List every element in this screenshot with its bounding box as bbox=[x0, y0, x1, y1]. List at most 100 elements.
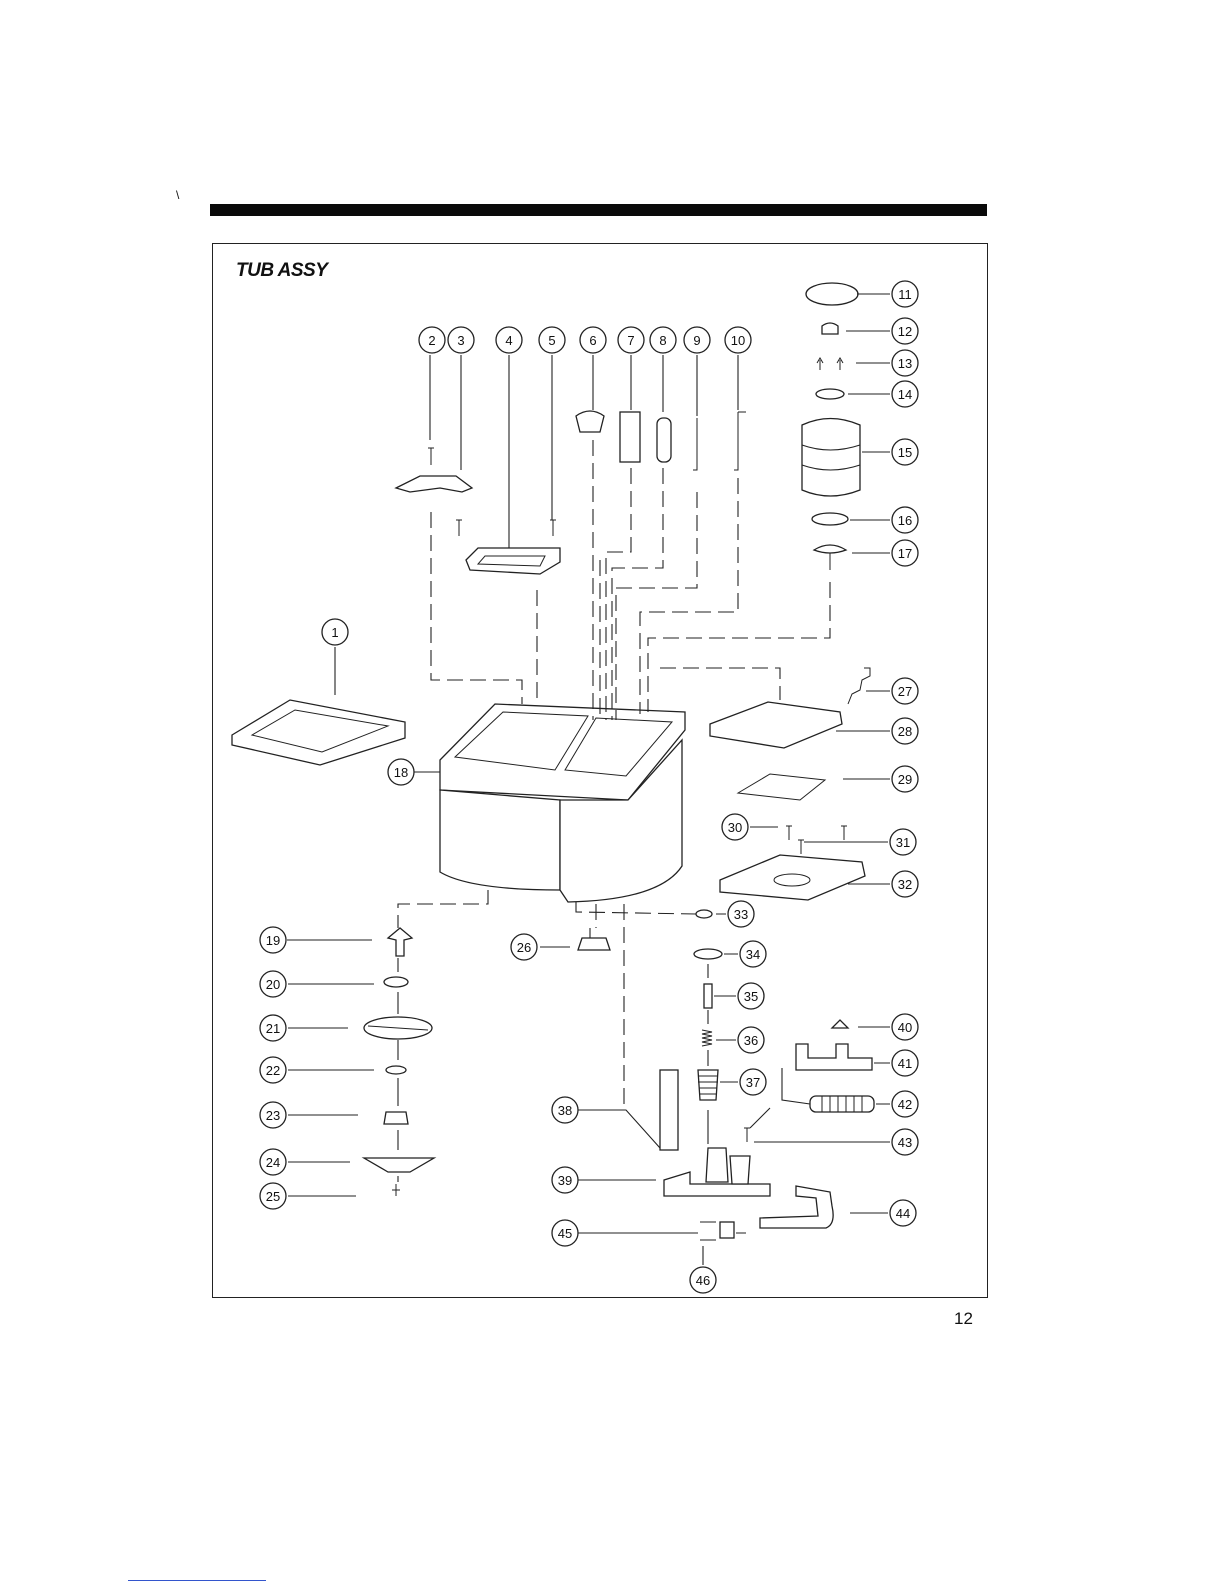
callout-label: 31 bbox=[896, 835, 910, 850]
callout-label: 42 bbox=[898, 1097, 912, 1112]
callout-7: 7 bbox=[618, 327, 644, 353]
callout-5: 5 bbox=[539, 327, 565, 353]
callout-29: 29 bbox=[892, 766, 918, 792]
part-29-gasket bbox=[738, 774, 825, 800]
callout-45: 45 bbox=[552, 1220, 578, 1246]
callout-label: 44 bbox=[896, 1206, 910, 1221]
part-35-valve bbox=[704, 984, 712, 1008]
part-6-filter bbox=[576, 411, 604, 432]
callout-label: 17 bbox=[898, 546, 912, 561]
callout-10: 10 bbox=[725, 327, 751, 353]
callout-label: 13 bbox=[898, 356, 912, 371]
callout-37: 37 bbox=[740, 1069, 766, 1095]
callout-label: 10 bbox=[731, 333, 745, 348]
callout-label: 39 bbox=[558, 1173, 572, 1188]
callout-41: 41 bbox=[892, 1050, 918, 1076]
part-33-clip bbox=[696, 910, 712, 918]
callout-15: 15 bbox=[892, 439, 918, 465]
callout-24: 24 bbox=[260, 1149, 286, 1175]
callout-32: 32 bbox=[892, 871, 918, 897]
callout-label: 38 bbox=[558, 1103, 572, 1118]
part-25-screw bbox=[392, 1184, 400, 1196]
callout-14: 14 bbox=[892, 381, 918, 407]
callout-label: 36 bbox=[744, 1033, 758, 1048]
callout-label: 35 bbox=[744, 989, 758, 1004]
part-44-drain-hose bbox=[760, 1186, 833, 1228]
callout-39: 39 bbox=[552, 1167, 578, 1193]
callout-11: 11 bbox=[892, 281, 918, 307]
callout-23: 23 bbox=[260, 1102, 286, 1128]
callout-9: 9 bbox=[684, 327, 710, 353]
callout-label: 45 bbox=[558, 1226, 572, 1241]
part-1-lid bbox=[232, 700, 405, 765]
callout-label: 11 bbox=[898, 287, 912, 302]
part-24-pulley bbox=[364, 1158, 434, 1172]
callout-1: 1 bbox=[322, 619, 348, 645]
callout-17: 17 bbox=[892, 540, 918, 566]
callout-label: 16 bbox=[898, 513, 912, 528]
part-17-shaft bbox=[814, 545, 846, 553]
callout-31: 31 bbox=[890, 829, 916, 855]
part-12-nut bbox=[822, 323, 838, 334]
part-34-seal bbox=[694, 949, 722, 959]
part-31-screw bbox=[798, 826, 847, 854]
part-10-rod bbox=[734, 412, 746, 470]
callout-label: 1 bbox=[331, 625, 338, 640]
part-37-bellows bbox=[698, 1070, 718, 1100]
part-36-spring bbox=[702, 1030, 712, 1046]
callout-33: 33 bbox=[728, 901, 754, 927]
callout-label: 6 bbox=[589, 333, 596, 348]
callout-label: 27 bbox=[898, 684, 912, 699]
callout-36: 36 bbox=[738, 1027, 764, 1053]
callout-label: 28 bbox=[898, 724, 912, 739]
part-14-ring bbox=[816, 389, 844, 399]
callout-16: 16 bbox=[892, 507, 918, 533]
callout-label: 5 bbox=[548, 333, 555, 348]
callout-label: 19 bbox=[266, 933, 280, 948]
callout-label: 37 bbox=[746, 1075, 760, 1090]
part-23-bushing bbox=[384, 1112, 408, 1124]
callout-46: 46 bbox=[690, 1267, 716, 1293]
callout-4: 4 bbox=[496, 327, 522, 353]
part-20-washer bbox=[384, 977, 408, 987]
callout-18: 18 bbox=[388, 759, 414, 785]
part-38-pipe bbox=[660, 1070, 678, 1150]
part-8-tube bbox=[657, 418, 671, 462]
callout-13: 13 bbox=[892, 350, 918, 376]
part-18-tub-body bbox=[440, 790, 560, 890]
callout-label: 9 bbox=[693, 333, 700, 348]
part-43-screw bbox=[744, 1128, 750, 1142]
callout-34: 34 bbox=[740, 941, 766, 967]
callout-26: 26 bbox=[511, 934, 537, 960]
part-7-lint-filter bbox=[620, 412, 640, 462]
callout-label: 32 bbox=[898, 877, 912, 892]
part-40-cap bbox=[832, 1020, 848, 1028]
part-13-pins bbox=[817, 358, 843, 370]
callout-label: 34 bbox=[746, 947, 760, 962]
part-42-hose bbox=[810, 1096, 874, 1112]
callout-label: 25 bbox=[266, 1189, 280, 1204]
callout-30: 30 bbox=[722, 814, 748, 840]
part-9-rod bbox=[693, 418, 697, 470]
callout-25: 25 bbox=[260, 1183, 286, 1209]
part-15-spin-basket bbox=[802, 419, 860, 497]
callout-12: 12 bbox=[892, 318, 918, 344]
callout-label: 41 bbox=[898, 1056, 912, 1071]
callout-38: 38 bbox=[552, 1097, 578, 1123]
part-28-spin-lid bbox=[710, 702, 842, 748]
part-30-screw bbox=[786, 826, 792, 840]
callout-42: 42 bbox=[892, 1091, 918, 1117]
callout-label: 22 bbox=[266, 1063, 280, 1078]
part-16-seal bbox=[812, 513, 848, 525]
callout-label: 21 bbox=[266, 1021, 280, 1036]
callout-label: 4 bbox=[505, 333, 512, 348]
callout-28: 28 bbox=[892, 718, 918, 744]
callout-label: 24 bbox=[266, 1155, 280, 1170]
callout-8: 8 bbox=[650, 327, 676, 353]
callout-40: 40 bbox=[892, 1014, 918, 1040]
callout-20: 20 bbox=[260, 971, 286, 997]
callout-6: 6 bbox=[580, 327, 606, 353]
callout-label: 14 bbox=[898, 387, 912, 402]
callout-21: 21 bbox=[260, 1015, 286, 1041]
